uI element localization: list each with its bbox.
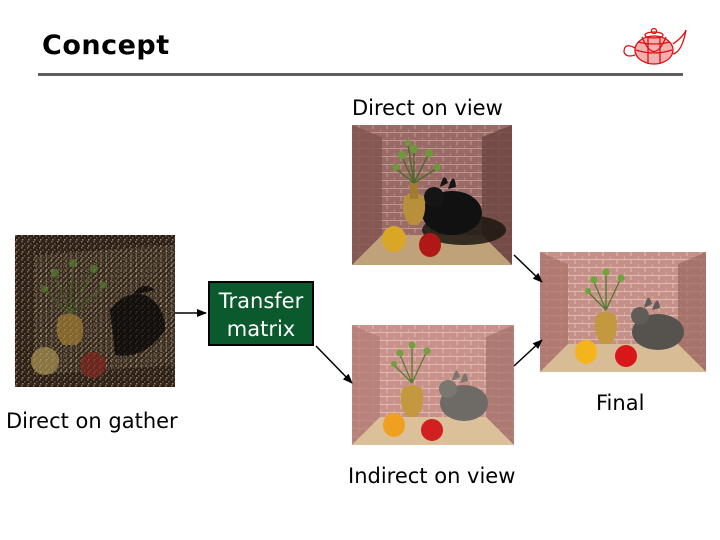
- direct-on-view-image: [352, 125, 512, 265]
- transfer-matrix-line1: Transfer: [218, 289, 304, 313]
- direct-on-gather-label: Direct on gather: [6, 409, 178, 433]
- indirect-on-view-image: [352, 325, 514, 445]
- direct-on-gather-image: [15, 235, 175, 387]
- arrow-matrix-to-indirect: [315, 345, 353, 384]
- final-image: [540, 252, 706, 372]
- direct-on-view-label: Direct on view: [352, 96, 503, 120]
- title-divider: [38, 73, 683, 76]
- arrow-indirect-to-final: [513, 339, 543, 367]
- transfer-matrix-box: Transfer matrix: [208, 281, 314, 346]
- arrow-direct-to-final: [513, 254, 543, 283]
- slide-title: Concept: [42, 30, 170, 61]
- teapot-logo-icon: [620, 20, 690, 70]
- transfer-matrix-line2: matrix: [226, 317, 296, 341]
- indirect-on-view-label: Indirect on view: [348, 464, 516, 488]
- final-label: Final: [596, 391, 645, 415]
